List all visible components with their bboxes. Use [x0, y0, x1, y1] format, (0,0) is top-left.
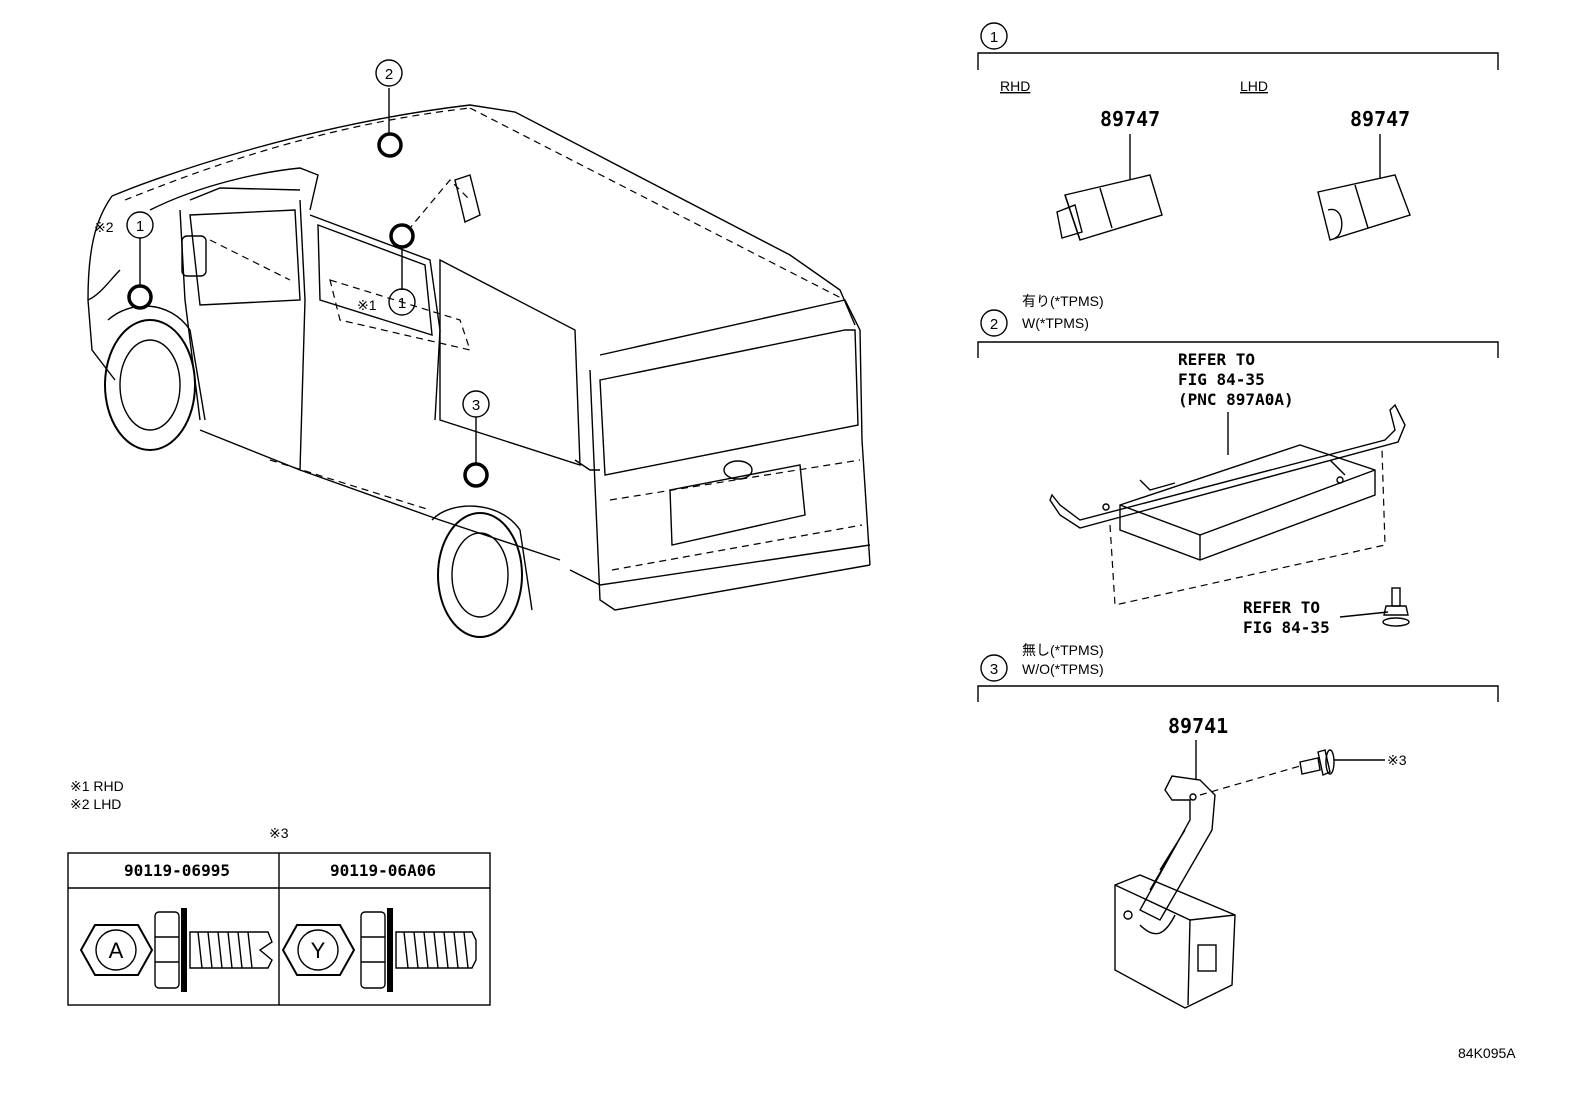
section-2-en-label: W(*TPMS) [1022, 315, 1089, 331]
lhd-label: LHD [1240, 78, 1268, 94]
vehicle-mark-lhd: ※2 [94, 219, 114, 235]
lhd-part-number: 89747 [1350, 107, 1410, 131]
section-3-bolt-mark: ※3 [1387, 752, 1407, 768]
location-marker-3 [463, 462, 489, 488]
bolt-a-head-letter: A [109, 938, 124, 963]
section-2: 有り(*TPMS) 2 W(*TPMS) REFER TO FIG 84-35 … [977, 293, 1499, 637]
callout-2-text: 2 [385, 66, 393, 83]
callout-1-lhd: 1 [126, 211, 154, 239]
section-3-part-number: 89741 [1168, 714, 1228, 738]
section-1: 1 RHD LHD 89747 89747 [977, 22, 1499, 241]
bolt-3 [1299, 749, 1335, 776]
section-3-number: 3 [990, 661, 998, 678]
refer-to-line3: (PNC 897A0A) [1178, 390, 1294, 409]
mounting-bolt [1382, 587, 1410, 627]
section-1-number: 1 [990, 29, 998, 46]
callout-2: 2 [375, 59, 403, 87]
tpms-module-with-bracket [1049, 403, 1406, 561]
section-3-en-label: W/O(*TPMS) [1022, 661, 1104, 677]
callout-1-lhd-text: 1 [136, 218, 144, 235]
note-lhd: ※2 LHD [70, 796, 121, 812]
callout-1-rhd-text: 1 [398, 295, 406, 312]
tpms-receiver-rhd [1056, 134, 1163, 241]
refer-to-line2: FIG 84-35 [1178, 370, 1265, 389]
callout-3-text: 3 [472, 397, 480, 414]
tpms-receiver-lhd [1317, 134, 1411, 241]
figure-code: 84K095A [1458, 1045, 1516, 1061]
bolt-part-1: 90119-06995 [124, 861, 230, 880]
location-marker-2 [377, 132, 403, 158]
tpms-module-standalone [1114, 775, 1236, 1009]
section-3: 無し(*TPMS) 3 W/O(*TPMS) 89741 ※3 [977, 642, 1499, 1009]
rhd-label: RHD [1000, 78, 1030, 94]
location-marker-1-lhd [127, 284, 153, 310]
vehicle-illustration: 2 1 1 3 ※2 ※1 [87, 59, 871, 638]
bolt-y-illustration: Y [281, 908, 477, 992]
section-3-jp-label: 無し(*TPMS) [1022, 642, 1104, 658]
rhd-part-number: 89747 [1100, 107, 1160, 131]
refer-to-bolt-line1: REFER TO [1243, 598, 1320, 617]
bolt-table-mark: ※3 [269, 825, 289, 841]
refer-to-line1: REFER TO [1178, 350, 1255, 369]
refer-to-bolt-line2: FIG 84-35 [1243, 618, 1330, 637]
bolt-y-head-letter: Y [311, 938, 326, 963]
bolt-table: ※3 90119-06995 90119-06A06 A Y [67, 825, 491, 1006]
section-2-jp-label: 有り(*TPMS) [1022, 293, 1104, 309]
bolt-a-illustration: A [79, 908, 273, 992]
callout-3: 3 [462, 390, 490, 418]
note-rhd: ※1 RHD [70, 778, 124, 794]
vehicle-mark-rhd: ※1 [357, 297, 377, 313]
callout-1-rhd: 1 [388, 288, 416, 316]
bolt-part-2: 90119-06A06 [330, 861, 436, 880]
section-2-number: 2 [990, 316, 998, 333]
location-marker-1-rhd [389, 223, 415, 249]
